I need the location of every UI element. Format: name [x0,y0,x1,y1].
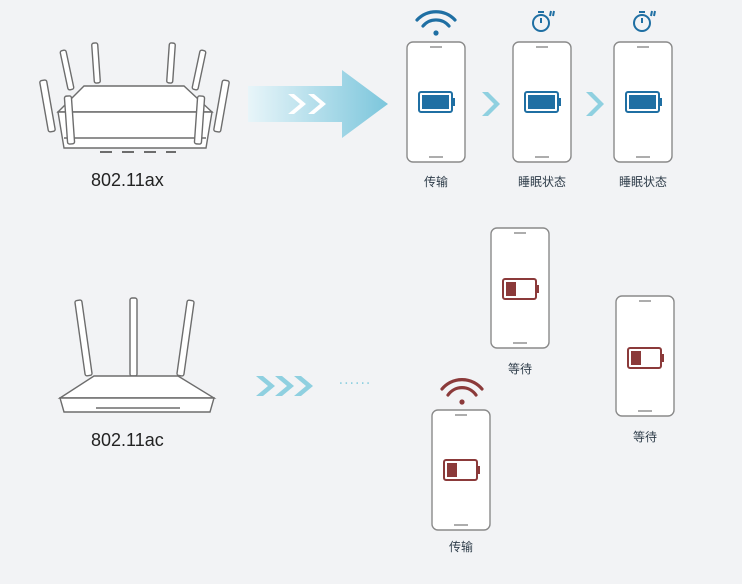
device-caption: 等待 [632,430,658,444]
battery-low-icon [502,278,539,300]
timer-icon [532,10,555,32]
battery-full-icon [524,91,561,113]
chevron-icon [275,376,294,396]
device-caption: 传输 [423,175,449,189]
battery-full-icon [418,91,455,113]
device-caption: 睡眠状态 [517,175,567,189]
wifi-icon [415,10,457,36]
phone-top-3 [613,41,673,163]
wifi-icon [440,378,484,405]
phone-bottom-3 [431,409,491,531]
device-caption: 睡眠状态 [618,175,668,189]
chevron-right-icon [586,92,604,116]
battery-low-icon [627,347,664,369]
chevron-icon [256,376,275,396]
router-ac [57,297,217,413]
timer-icon [633,10,656,32]
router-label-ac: 802.11ac [91,430,164,450]
chevron-icon [308,94,326,114]
phone-top-1 [406,41,466,163]
small-arrows [256,376,313,396]
device-caption: 传输 [448,540,474,554]
battery-full-icon [625,91,662,113]
big-arrow [248,70,388,138]
chevron-icon [288,94,306,114]
router-ax [39,42,230,153]
chevron-right-icon [482,92,500,116]
device-caption: 等待 [507,362,533,376]
router-label-ax: 802.11ax [91,170,164,190]
phone-bottom-1 [490,227,550,349]
phone-top-2 [512,41,572,163]
chevron-icon [294,376,313,396]
dotted-separator: ······ [338,376,372,392]
phone-bottom-2 [615,295,675,417]
battery-low-icon [443,459,480,481]
